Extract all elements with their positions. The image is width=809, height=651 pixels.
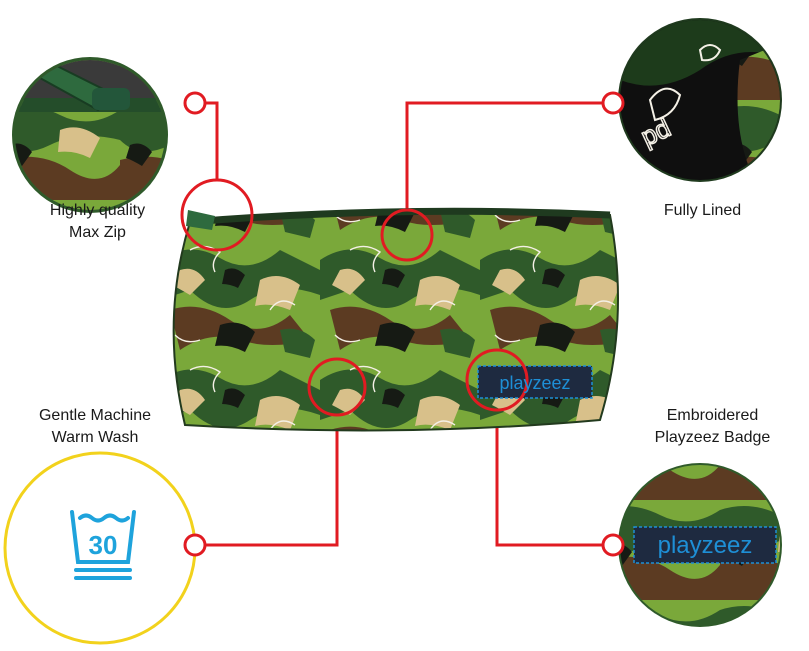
zip-label-line1: Highly quality (49, 202, 146, 219)
zip-label-line2: Max Zip (69, 224, 126, 241)
zip-feature-label: Highly quality Max Zip (20, 200, 175, 244)
badge-feature-label: Embroidered Playzeez Badge (625, 405, 800, 449)
badge-closeup-image (618, 463, 782, 627)
highlight-circles (180, 178, 529, 417)
product-badge (477, 365, 593, 399)
pencil-case-image (172, 207, 619, 432)
product-badge-text: playzeez (499, 373, 570, 393)
washing-tub-icon (70, 510, 136, 580)
badge-label-line2: Playzeez Badge (654, 429, 771, 446)
wash-callout-dot (183, 533, 207, 557)
wash-label-line1: Gentle Machine (38, 407, 152, 424)
lined-feature-label: Fully Lined (635, 200, 770, 222)
badge-callout-dot (601, 533, 625, 557)
wash-feature-label: Gentle Machine Warm Wash (15, 405, 175, 449)
lining-callout-dot (601, 91, 625, 115)
wash-temperature: 30 (89, 530, 118, 560)
badge-closeup-text: playzeez (658, 532, 753, 559)
wash-label-line2: Warm Wash (51, 429, 139, 446)
lining-closeup-image: pd (618, 18, 782, 182)
callout-lines (195, 101, 613, 547)
lined-label-line1: Fully Lined (663, 202, 742, 219)
zip-closeup-image (12, 57, 168, 213)
zip-callout-dot (183, 91, 207, 115)
badge-label-line1: Embroidered (666, 407, 759, 424)
